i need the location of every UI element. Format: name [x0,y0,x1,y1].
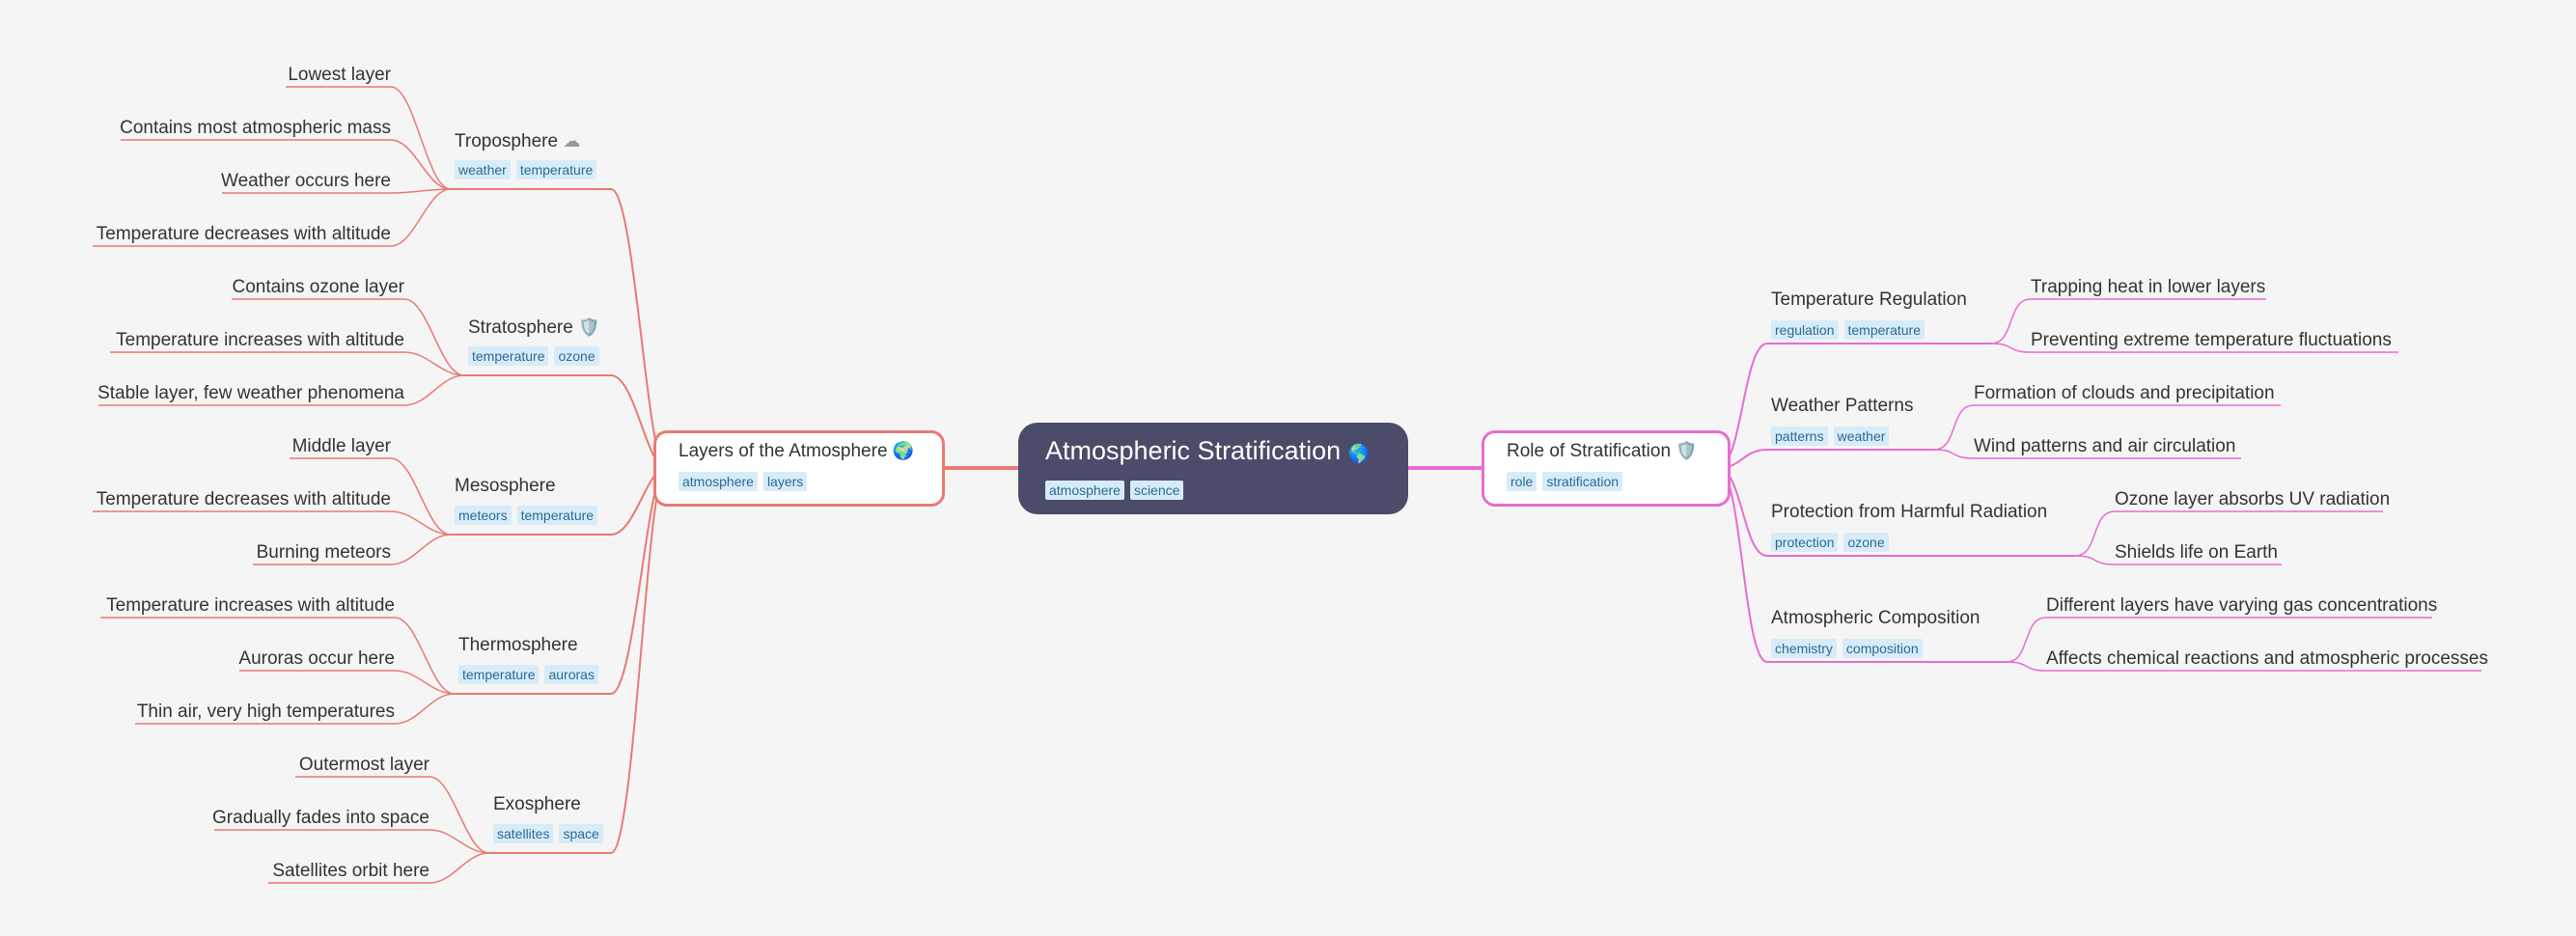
root-title: Atmospheric Stratification [1045,436,1342,465]
cloud-icon: ☁ [563,131,581,151]
shield-icon: 🛡️ [578,317,600,337]
leaf-link [2074,510,2116,557]
leaf-node[interactable]: Outermost layer [298,755,429,775]
leaf-node[interactable]: Burning meteors [256,542,391,563]
tag: role [1507,472,1537,491]
tag: weather [1833,427,1890,446]
tag: satellites [493,824,554,843]
leaf-link [390,188,452,194]
leaf-node[interactable]: Wind patterns and air circulation [1974,436,2236,456]
topic-mesosphere[interactable]: Mesosphere [455,476,556,496]
leaf-node[interactable]: Weather occurs here [220,171,391,191]
leaf-node[interactable]: Temperature decreases with altitude [96,489,391,509]
leaf-node[interactable]: Lowest layer [288,65,391,85]
leaf-link [394,693,456,725]
tag: temperature [468,346,549,366]
leaf-node[interactable]: Thin air, very high temperatures [136,702,395,722]
leaf-link [403,351,465,376]
tag: ozone [554,346,599,366]
topic-temperature-regulation[interactable]: Temperature Regulation [1771,289,1967,310]
leaf-node[interactable]: Middle layer [291,436,391,456]
topic-weather-patterns[interactable]: Weather Patterns [1771,396,1914,416]
globe-americas-icon: 🌎 [1347,444,1371,463]
tag: composition [1842,639,1923,658]
leaf-link [390,139,452,190]
leaf-link [429,776,490,854]
leaf-node[interactable]: Gradually fades into space [212,808,429,828]
tag: chemistry [1771,639,1837,658]
leaf-link [1990,298,2032,344]
branch-link [610,188,667,469]
topic-stratosphere[interactable]: Stratosphere 🛡️ [468,317,600,338]
tag: temperature [458,665,540,684]
leaf-node[interactable]: Temperature decreases with altitude [96,224,391,244]
branch-layers-of-atmosphere[interactable]: Layers of the Atmosphere 🌍 atmosphere la… [653,430,945,507]
leaf-node[interactable]: Formation of clouds and precipitation [1974,383,2275,403]
leaf-link [429,852,490,884]
branch-role-of-stratification[interactable]: Role of Stratification 🛡️ role stratific… [1482,430,1731,507]
tag: atmosphere [1045,481,1124,500]
leaf-node[interactable]: Satellites orbit here [272,861,429,881]
leaf-node[interactable]: Preventing extreme temperature fluctuati… [2031,330,2392,350]
leaf-link [403,298,465,376]
leaf-node[interactable]: Auroras occur here [238,648,395,669]
branch-title: Layers of the Atmosphere [679,441,888,461]
tag: auroras [544,665,598,684]
tag: atmosphere [679,472,758,491]
tag: temperature [516,506,598,525]
leaf-link [403,374,465,406]
topic-exosphere[interactable]: Exosphere [493,794,581,814]
leaf-link [390,188,452,247]
leaf-node[interactable]: Shields life on Earth [2115,542,2278,563]
tag: protection [1771,533,1839,552]
topic-protection-from-radiation[interactable]: Protection from Harmful Radiation [1771,502,2048,522]
leaf-link [2006,661,2047,672]
tag: temperature [1843,320,1925,340]
root-node[interactable]: Atmospheric Stratification 🌎 atmosphere … [1018,423,1408,514]
leaf-node[interactable]: Temperature increases with altitude [106,595,395,616]
leaf-node[interactable]: Contains ozone layer [232,277,405,297]
leaf-link [390,534,452,565]
leaf-link [394,617,456,695]
tag: temperature [515,160,597,179]
leaf-link [390,510,452,536]
leaf-node[interactable]: Ozone layer absorbs UV radiation [2115,489,2391,509]
leaf-node[interactable]: Different layers have varying gas concen… [2046,595,2438,616]
topic-thermosphere[interactable]: Thermosphere [458,635,578,655]
leaf-node[interactable]: Affects chemical reactions and atmospher… [2046,648,2488,669]
tag: layers [762,472,808,491]
topic-atmospheric-composition[interactable]: Atmospheric Composition [1771,608,1980,628]
leaf-link [2006,617,2047,663]
leaf-node[interactable]: Stable layer, few weather phenomena [97,383,404,403]
leaf-link [390,86,452,190]
leaf-link [394,670,456,695]
tag: space [559,824,603,843]
leaf-node[interactable]: Trapping heat in lower layers [2031,277,2266,297]
tag: regulation [1771,320,1839,340]
tag: patterns [1771,427,1828,446]
leaf-link [2074,555,2116,565]
leaf-link [390,457,452,536]
branch-link [610,467,667,854]
globe-icon: 🌍 [892,441,915,460]
topic-troposphere[interactable]: Troposphere ☁ [455,131,581,151]
tag: science [1129,481,1184,500]
tag: meteors [455,506,512,525]
branch-title: Role of Stratification [1507,441,1672,461]
leaf-link [429,829,490,854]
root-tags: atmosphere science [1045,481,1184,500]
leaf-link [1990,343,2032,353]
leaf-node[interactable]: Contains most atmospheric mass [120,118,391,138]
leaf-node[interactable]: Temperature increases with altitude [116,330,404,350]
leaf-link [1933,449,1975,459]
tag: ozone [1843,533,1889,552]
shield-icon: 🛡️ [1676,441,1698,460]
leaf-link [1933,404,1975,451]
tag: weather [455,160,511,179]
tag: stratification [1542,472,1623,491]
